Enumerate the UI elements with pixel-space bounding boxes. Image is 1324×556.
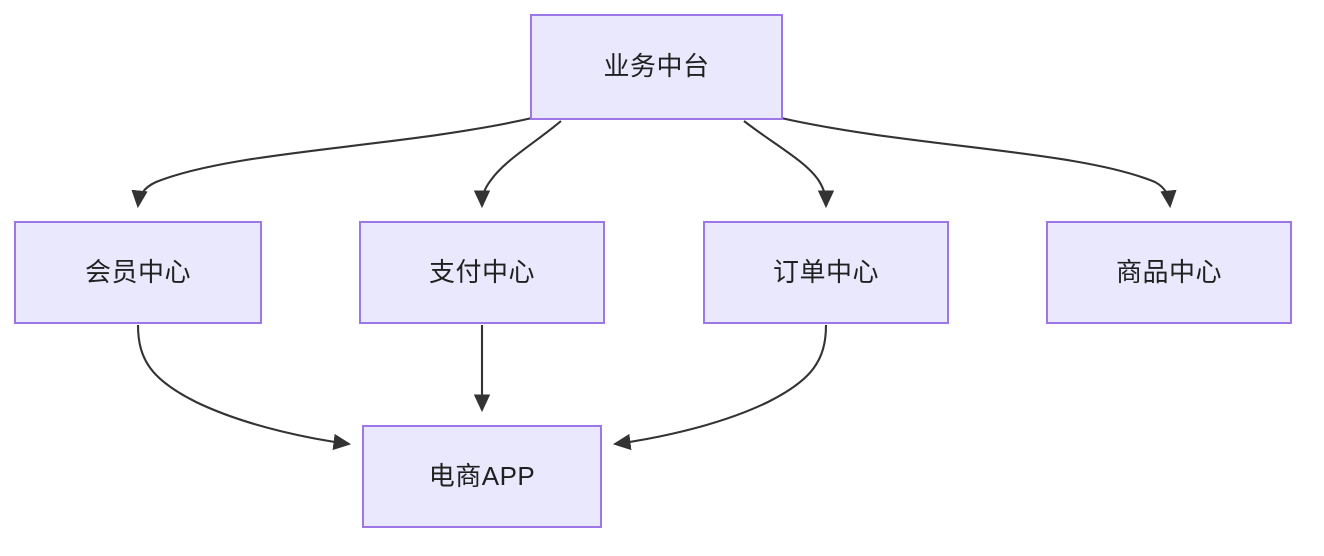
node-order-center[interactable]: 订单中心 — [703, 221, 949, 324]
node-product-center[interactable]: 商品中心 — [1046, 221, 1292, 324]
node-label: 会员中心 — [84, 256, 191, 287]
node-label: 订单中心 — [772, 256, 879, 287]
node-label: 业务中台 — [603, 51, 710, 82]
edge-platform-to-member — [131, 116, 533, 209]
node-label: 电商APP — [428, 460, 536, 491]
edge-member-to-app — [136, 324, 352, 451]
node-ecommerce-app[interactable]: 电商APP — [362, 425, 602, 528]
node-member-center[interactable]: 会员中心 — [14, 221, 262, 324]
edge-platform-to-order — [743, 120, 835, 209]
edge-platform-to-product — [780, 116, 1177, 209]
node-label: 支付中心 — [428, 256, 535, 287]
node-label: 商品中心 — [1115, 256, 1222, 287]
node-payment-center[interactable]: 支付中心 — [359, 221, 605, 324]
node-business-platform[interactable]: 业务中台 — [530, 14, 783, 120]
edge-order-to-app — [612, 324, 828, 451]
edge-platform-to-payment — [473, 120, 562, 209]
